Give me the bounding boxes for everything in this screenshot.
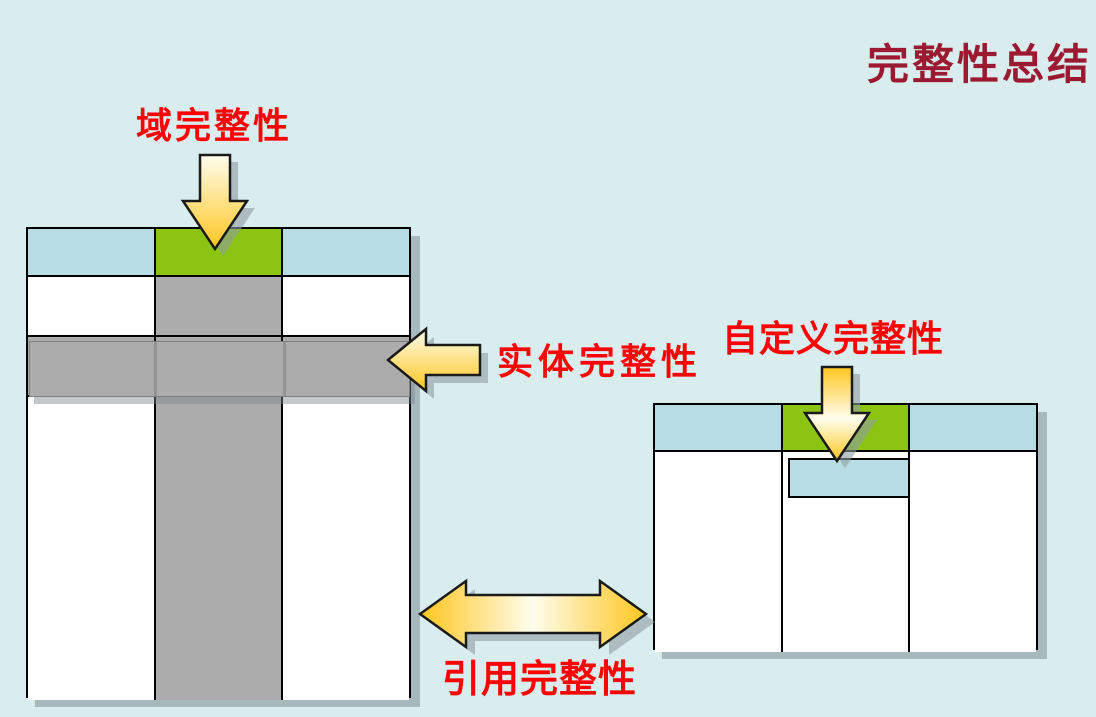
down-arrow-icon xyxy=(180,153,255,256)
label-domain-integrity: 域完整性 xyxy=(136,105,293,146)
entity-row-highlight xyxy=(29,341,410,397)
user-defined-value-box xyxy=(788,458,910,498)
cell-white xyxy=(28,397,156,700)
cell-gray-key-column xyxy=(155,397,284,700)
column-divider xyxy=(154,342,157,396)
left-table xyxy=(26,227,411,700)
left-arrow-icon xyxy=(386,326,488,399)
header-cell-blue xyxy=(28,229,156,275)
label-entity-integrity: 实体完整性 xyxy=(497,341,703,382)
label-referential-integrity: 引用完整性 xyxy=(442,659,638,701)
column-divider xyxy=(283,342,286,396)
header-cell-blue xyxy=(655,405,783,450)
down-arrow-icon xyxy=(802,365,877,468)
header-cell-blue xyxy=(910,405,1037,450)
left-table-body-row xyxy=(28,397,410,700)
header-cell-blue xyxy=(283,229,410,275)
cell-white xyxy=(28,277,156,335)
cell-white xyxy=(283,397,410,700)
cell-white xyxy=(910,452,1037,652)
left-table-header-row xyxy=(28,229,410,277)
page-title: 完整性总结 xyxy=(866,41,1092,88)
label-user-defined-integrity: 自定义完整性 xyxy=(722,318,945,359)
double-arrow-icon xyxy=(417,578,655,655)
cell-white xyxy=(283,277,410,335)
cell-gray-key-column xyxy=(155,277,284,335)
left-table-row xyxy=(28,277,410,337)
cell-white xyxy=(655,452,783,652)
